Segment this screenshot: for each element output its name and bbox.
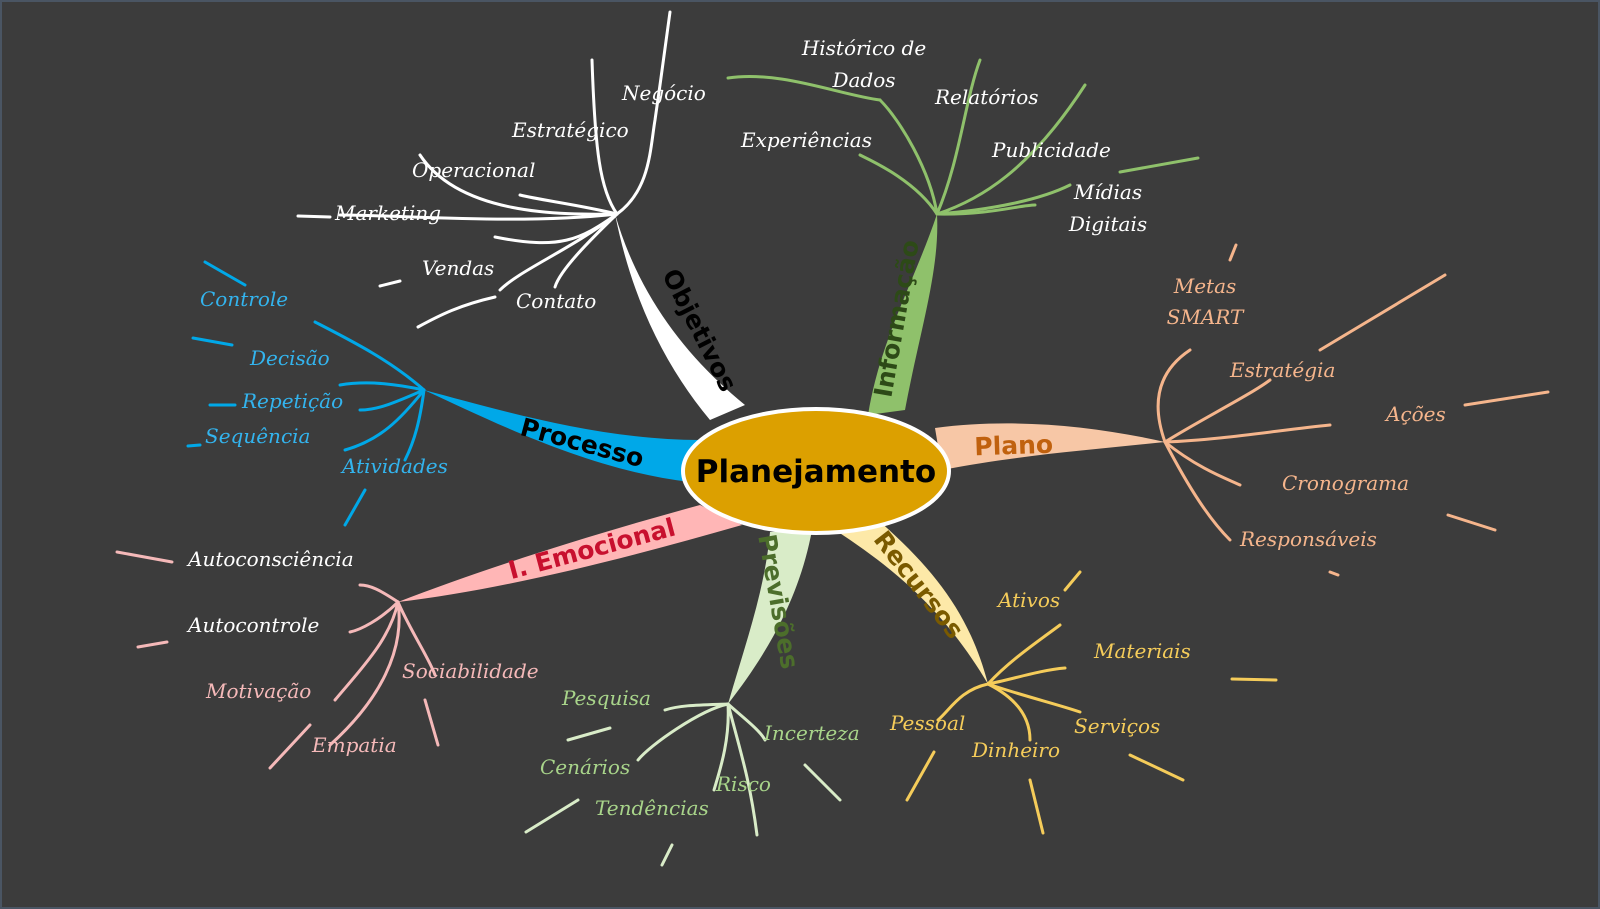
- emocional-twigs: [115, 550, 440, 770]
- leaf-servicos[interactable]: Serviços: [1074, 714, 1160, 738]
- branch-label-processo[interactable]: Processo: [517, 412, 647, 473]
- leaf-tendencias[interactable]: Tendências: [595, 796, 709, 820]
- processo-twigs: [186, 260, 426, 527]
- leaf-controle[interactable]: Controle: [200, 287, 288, 311]
- leaf-atividades[interactable]: Atividades: [340, 454, 448, 478]
- center-ellipse: [681, 407, 951, 535]
- leaf-autoconsciencia[interactable]: Autoconsciência: [186, 547, 354, 571]
- leaf-pessoal[interactable]: Pessoal: [889, 711, 965, 735]
- recursos-leaves: Ativos Materiais Serviços Dinheiro Pesso…: [889, 588, 1191, 762]
- informacao-leaves: Histórico de Dados Relatórios Experiênci…: [740, 36, 1147, 236]
- leaf-dados[interactable]: Dados: [831, 68, 895, 92]
- leaf-cronograma[interactable]: Cronograma: [1282, 471, 1409, 495]
- leaf-historico-de[interactable]: Histórico de: [801, 36, 926, 60]
- leaf-pesquisa[interactable]: Pesquisa: [561, 686, 651, 710]
- branch-informacao-trunk: [868, 214, 938, 415]
- branch-emocional-trunk: [398, 505, 742, 602]
- center-label: Planejamento: [696, 454, 936, 490]
- objetivos-twigs: [296, 10, 672, 329]
- leaf-smart[interactable]: SMART: [1167, 305, 1245, 329]
- plano-leaves: Metas SMART Estratégia Ações Cronograma …: [1167, 274, 1446, 551]
- leaf-contato[interactable]: Contato: [516, 289, 596, 313]
- leaf-motivacao[interactable]: Motivação: [205, 679, 311, 703]
- leaf-cenarios[interactable]: Cenários: [540, 755, 630, 779]
- informacao-twigs: [726, 58, 1200, 216]
- leaf-operacional[interactable]: Operacional: [412, 158, 535, 182]
- center-node[interactable]: Planejamento: [681, 407, 951, 535]
- leaf-materiais[interactable]: Materiais: [1093, 639, 1191, 663]
- leaf-labels: Negócio Estratégico Operacional Marketin…: [186, 36, 1446, 820]
- leaf-estrategia[interactable]: Estratégia: [1229, 358, 1335, 382]
- processo-leaves: Controle Decisão Repetição Sequência Ati…: [200, 287, 448, 478]
- branch-recursos-trunk: [835, 520, 988, 684]
- objetivos-leaves: Negócio Estratégico Operacional Marketin…: [334, 81, 706, 313]
- leaf-autocontrole[interactable]: Autocontrole: [186, 613, 319, 637]
- leaf-decisao[interactable]: Decisão: [249, 346, 330, 370]
- leaf-responsaveis[interactable]: Responsáveis: [1239, 527, 1377, 551]
- branch-previsoes-trunk: [728, 530, 812, 704]
- leaf-midias[interactable]: Mídias: [1073, 180, 1142, 204]
- recursos-twigs: [905, 570, 1278, 835]
- leaf-acoes[interactable]: Ações: [1384, 402, 1446, 426]
- branch-trunks: [398, 214, 1165, 704]
- branch-objetivos-trunk: [615, 214, 745, 420]
- leaf-ativos[interactable]: Ativos: [996, 588, 1060, 612]
- emocional-leaves: Autoconsciência Autocontrole Motivação S…: [186, 547, 539, 757]
- leaf-sequencia[interactable]: Sequência: [205, 424, 310, 448]
- leaf-empatia[interactable]: Empatia: [311, 733, 397, 757]
- leaf-incerteza[interactable]: Incerteza: [763, 721, 860, 745]
- branch-label-recursos[interactable]: Recursos: [868, 525, 970, 644]
- branch-label-plano[interactable]: Plano: [974, 430, 1054, 462]
- leaf-risco[interactable]: Risco: [715, 772, 771, 796]
- leaf-estrategico[interactable]: Estratégico: [511, 118, 629, 142]
- branch-plano-trunk: [935, 423, 1165, 470]
- twigs: [115, 10, 1550, 867]
- previsoes-leaves: Pesquisa Incerteza Cenários Risco Tendên…: [540, 686, 860, 820]
- branch-processo-trunk: [424, 390, 700, 482]
- leaf-vendas[interactable]: Vendas: [422, 256, 494, 280]
- leaf-relatorios[interactable]: Relatórios: [934, 85, 1039, 109]
- leaf-publicidade[interactable]: Publicidade: [991, 138, 1111, 162]
- leaf-experiencias[interactable]: Experiências: [740, 128, 872, 152]
- leaf-sociabilidade[interactable]: Sociabilidade: [402, 659, 539, 683]
- leaf-dinheiro[interactable]: Dinheiro: [971, 738, 1060, 762]
- leaf-marketing[interactable]: Marketing: [334, 201, 441, 225]
- leaf-repeticao[interactable]: Repetição: [241, 389, 343, 413]
- plano-twigs: [1156, 243, 1550, 577]
- leaf-digitais[interactable]: Digitais: [1068, 212, 1147, 236]
- leaf-negocio[interactable]: Negócio: [621, 81, 706, 105]
- previsoes-twigs: [524, 702, 842, 867]
- leaf-metas[interactable]: Metas: [1173, 274, 1237, 298]
